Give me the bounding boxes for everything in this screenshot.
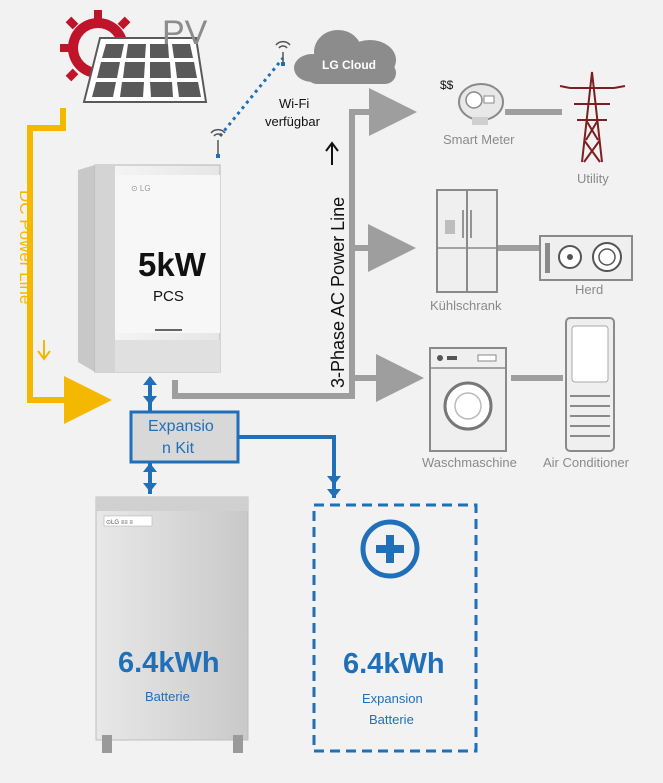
wifi-link-line	[218, 57, 285, 137]
ac-line-label: 3-Phase AC Power Line	[328, 196, 348, 388]
expansion-kit-box	[129, 410, 240, 464]
battery-unit: ⊙LG ≡≡ ≡	[95, 496, 249, 753]
cloud-label: LG Cloud	[322, 58, 376, 72]
smart-meter-icon	[458, 83, 504, 125]
smart-meter-label: Smart Meter	[443, 132, 515, 147]
plus-icon	[360, 519, 420, 579]
antenna-icon-top	[275, 40, 291, 66]
ac-power-line	[172, 88, 563, 402]
fridge-icon	[436, 189, 498, 293]
washing-machine-icon	[429, 347, 507, 452]
stove-label: Herd	[575, 282, 604, 297]
washer-label: Waschmaschine	[422, 455, 517, 470]
utility-tower-icon	[559, 71, 626, 163]
ac-label: Air Conditioner	[543, 455, 629, 470]
utility-label: Utility	[577, 171, 609, 186]
svg-text:⊙LG ≡≡ ≡: ⊙LG ≡≡ ≡	[106, 520, 133, 526]
pcs-inverter: ⊙ LG	[78, 164, 221, 373]
pcs-power-label: 5kW	[138, 246, 206, 283]
wifi-label-line2: verfügbar	[265, 114, 320, 129]
expansion-battery-outline	[312, 503, 478, 753]
air-conditioner-icon	[565, 317, 615, 452]
expansion-kit-label-line1: Expansio	[148, 418, 214, 435]
dc-power-line	[27, 108, 112, 424]
dc-flow-arrow-icon	[37, 340, 51, 361]
expansion-battery-label-line1: Expansion	[362, 691, 423, 706]
currency-label: $$	[440, 78, 454, 92]
battery-name-label: Batterie	[145, 689, 190, 704]
expansion-battery-label-line2: Batterie	[369, 712, 414, 727]
svg-text:⊙ LG: ⊙ LG	[131, 184, 151, 193]
ac-flow-arrow-icon	[325, 141, 339, 165]
battery-link-arrows-icon	[143, 376, 341, 498]
solar-panel-icon	[82, 37, 208, 103]
pv-label: PV	[162, 14, 208, 52]
cloud-icon	[294, 30, 396, 84]
expansion-battery-capacity-label: 6.4kWh	[343, 648, 445, 680]
antenna-icon-bottom	[210, 128, 226, 158]
expansion-kit-label-line2: n Kit	[162, 440, 195, 457]
stove-icon	[539, 235, 633, 281]
dc-line-label: DC Power Line	[16, 190, 35, 305]
pcs-name-label: PCS	[153, 288, 184, 305]
wifi-label-line1: Wi-Fi	[279, 96, 310, 111]
fridge-label: Kühlschrank	[430, 298, 502, 313]
battery-capacity-label: 6.4kWh	[118, 647, 220, 679]
